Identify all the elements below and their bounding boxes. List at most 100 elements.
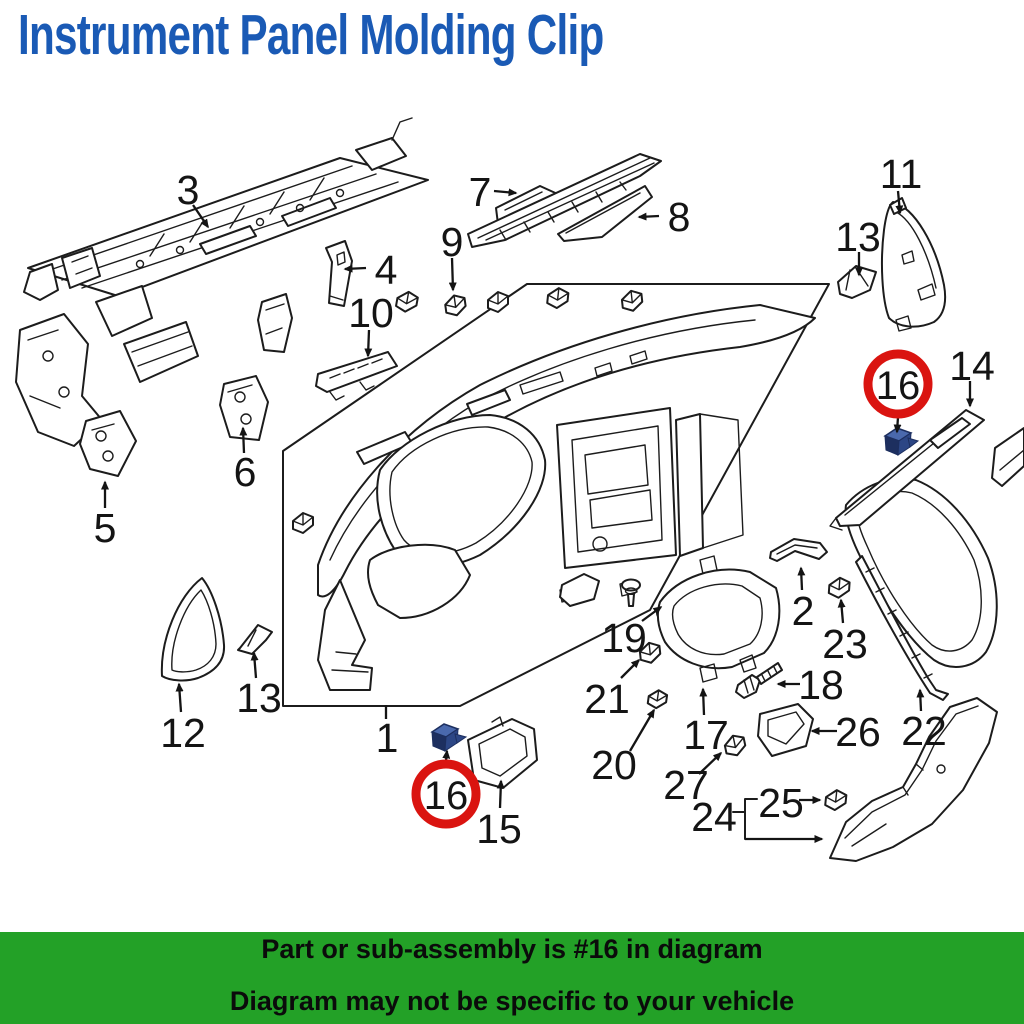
callout-arrow [364, 330, 373, 358]
callout-9: 9 [441, 219, 464, 292]
end-panel-15-drawing [468, 717, 537, 788]
callout-13: 13 [236, 651, 282, 721]
molding-clip-16-right-drawing [885, 428, 918, 455]
bracket-2-drawing [770, 539, 827, 561]
instrument-panel-drawing [318, 305, 815, 690]
callout-number: 23 [822, 621, 868, 667]
highlight-circle [863, 349, 933, 419]
callout-arrow [496, 779, 505, 808]
cluster-bezel-17-drawing [658, 570, 779, 682]
callout-arrow [630, 708, 654, 751]
callout-20: 20 [591, 708, 654, 788]
callout-number: 5 [94, 505, 117, 551]
callout-arrow [637, 212, 659, 221]
clip-13-right-drawing [838, 266, 876, 298]
highlight-circle [411, 759, 481, 829]
callout-16-highlighted: 16 [411, 749, 481, 829]
callout-14: 14 [949, 343, 995, 408]
footer-banner: Part or sub-assembly is #16 in diagram D… [0, 932, 1024, 1024]
callout-arrow [797, 566, 806, 590]
callout-26: 26 [810, 709, 881, 755]
callout-number: 24 [691, 794, 737, 840]
callout-number: 15 [476, 806, 522, 852]
right-edge-trim-drawing [992, 428, 1024, 486]
callout-25: 25 [758, 780, 822, 826]
callout-27: 27 [663, 751, 723, 808]
callout-22: 22 [901, 688, 947, 754]
callout-19: 19 [601, 607, 663, 661]
callout-number: 10 [348, 290, 394, 336]
callout-2: 2 [792, 566, 814, 634]
callout-number: 11 [880, 151, 923, 197]
callout-arrow [343, 264, 366, 273]
callout-arrow [193, 205, 208, 229]
callout-number: 14 [949, 343, 995, 389]
screw-18-drawing [736, 663, 782, 698]
crossbar-beam-drawing [16, 118, 428, 446]
callout-arrow [642, 607, 663, 621]
callout-number: 26 [835, 709, 881, 755]
callout-24: 24 [691, 794, 737, 840]
callout-arrow [916, 688, 925, 711]
part-1-box [283, 284, 829, 706]
console-frame-and-22-drawing [846, 478, 997, 700]
bracket-6-drawing [220, 376, 268, 440]
callout-7: 7 [469, 169, 518, 215]
triangle-trim-12-drawing [162, 578, 224, 680]
callout-24-bracket [733, 799, 824, 843]
clip-25-drawing [823, 788, 848, 813]
callout-3: 3 [177, 167, 208, 229]
callout-arrow [893, 417, 902, 434]
callout-number: 17 [683, 712, 729, 758]
bracket-5-drawing [80, 411, 136, 476]
callout-number: 22 [901, 708, 947, 754]
callout-number: 19 [601, 615, 647, 661]
clip-13-left-drawing [238, 625, 272, 654]
callout-16-highlighted: 16 [863, 349, 933, 434]
corner-trim-8-drawing [558, 186, 652, 241]
bracket-4-drawing [326, 241, 352, 306]
callout-number: 9 [441, 219, 464, 265]
callout-21: 21 [584, 658, 641, 722]
clip-23-drawing [827, 576, 851, 600]
callout-5: 5 [94, 480, 117, 551]
callout-number: 3 [177, 167, 200, 213]
kick-panel-26-drawing [758, 704, 813, 756]
callout-number: 8 [668, 194, 691, 240]
callout-arrow [621, 658, 641, 678]
callout-number: 13 [236, 675, 282, 721]
defroster-grille-7-drawing [468, 154, 661, 247]
callout-1: 1 [376, 705, 399, 761]
callout-17: 17 [683, 687, 729, 758]
callout-number: 4 [375, 247, 398, 293]
callout-4: 4 [343, 247, 398, 293]
callout-13: 13 [835, 214, 881, 277]
callout-arrow [250, 651, 259, 678]
molding-clip-16-left-drawing [432, 724, 466, 751]
lower-panel-24-drawing [830, 698, 997, 861]
callout-number: 1 [376, 715, 399, 761]
banner-line-2: Diagram may not be specific to your vehi… [229, 986, 795, 1016]
callout-11: 11 [880, 151, 923, 215]
pillar-panel-11-drawing [882, 198, 945, 331]
callout-10: 10 [348, 290, 394, 358]
callout-number: 21 [584, 676, 630, 722]
callout-number: 18 [798, 662, 844, 708]
callout-number: 6 [234, 449, 257, 495]
callout-number: 7 [469, 169, 492, 215]
callout-number: 20 [591, 742, 637, 788]
page-title: Instrument Panel Molding Clip [18, 3, 604, 67]
callout-23: 23 [822, 598, 868, 667]
callout-arrow [699, 751, 723, 774]
callout-12: 12 [160, 682, 206, 756]
callout-number: 16 [424, 774, 469, 818]
banner-line-1: Part or sub-assembly is #16 in diagram [261, 934, 763, 964]
callout-15: 15 [476, 779, 522, 852]
callout-number: 16 [876, 364, 921, 408]
callout-6: 6 [234, 426, 257, 495]
callout-arrow [895, 191, 904, 215]
callout-18: 18 [776, 662, 844, 708]
